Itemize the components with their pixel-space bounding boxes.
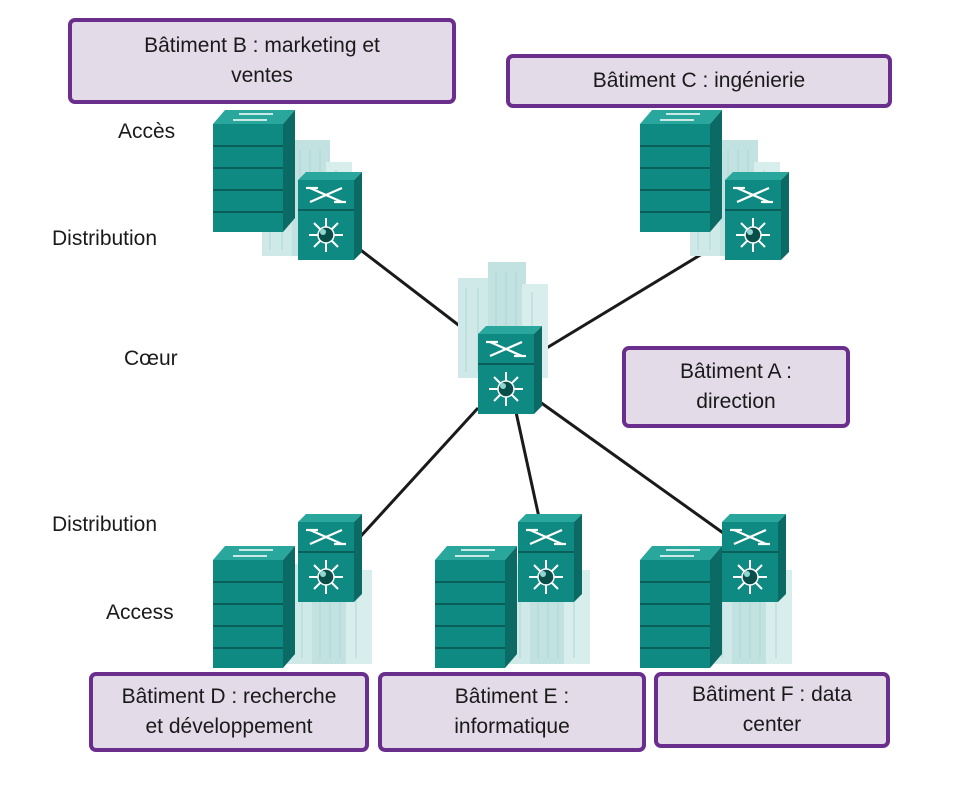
link-core-to-building-f [539, 400, 727, 537]
access-switch-stack-icon [434, 545, 518, 669]
building-f-devices [639, 512, 793, 669]
layer-label-access-top: Accès [118, 120, 176, 143]
building-b-callout: Bâtiment B : marketing et ventes [68, 18, 456, 104]
link-core-to-building-e [514, 411, 542, 523]
layer-label-access-bottom: Access [106, 601, 174, 624]
access-switch-stack-icon [639, 109, 723, 233]
layer-label-core: Cœur [124, 347, 178, 370]
building-b-label-line1: Bâtiment B : marketing et [144, 34, 380, 57]
building-a-label-line2: direction [696, 390, 776, 413]
building-d-label-line1: Bâtiment D : recherche [121, 685, 337, 708]
multilayer-switch-icon [476, 324, 544, 416]
building-a-label-line1: Bâtiment A : [679, 360, 793, 383]
building-c-devices [639, 109, 791, 262]
multilayer-switch-icon [516, 512, 584, 604]
access-switch-stack-icon [212, 545, 296, 669]
building-d-callout: Bâtiment D : recherche et développement [89, 672, 369, 752]
building-d-label-line2: et développement [145, 715, 313, 738]
building-f-label-line1: Bâtiment F : data [692, 683, 852, 706]
layer-label-distribution-top: Distribution [52, 227, 158, 250]
access-switch-stack-icon [212, 109, 296, 233]
multilayer-switch-icon [723, 170, 791, 262]
building-e-devices [434, 512, 591, 669]
building-e-label-line2: informatique [454, 715, 570, 738]
link-core-to-building-c [539, 238, 726, 354]
multilayer-switch-icon [296, 170, 364, 262]
building-d-devices [212, 512, 373, 669]
building-e-callout: Bâtiment E : informatique [378, 672, 646, 752]
building-c-label-line1: Bâtiment C : ingénierie [592, 69, 806, 92]
building-f-callout: Bâtiment F : data center [654, 672, 890, 748]
link-core-to-building-d [348, 406, 480, 550]
multilayer-switch-icon [720, 512, 788, 604]
building-b-label-line2: ventes [231, 64, 293, 87]
building-c-callout: Bâtiment C : ingénierie [506, 54, 892, 108]
core-devices [457, 261, 549, 416]
access-switch-stack-icon [639, 545, 723, 669]
building-a-callout: Bâtiment A : direction [622, 346, 850, 428]
building-e-label-line1: Bâtiment E : [454, 685, 570, 708]
building-f-label-line2: center [742, 713, 802, 736]
building-b-devices [212, 109, 364, 262]
layer-label-distribution-bottom: Distribution [52, 513, 158, 536]
multilayer-switch-icon [296, 512, 364, 604]
